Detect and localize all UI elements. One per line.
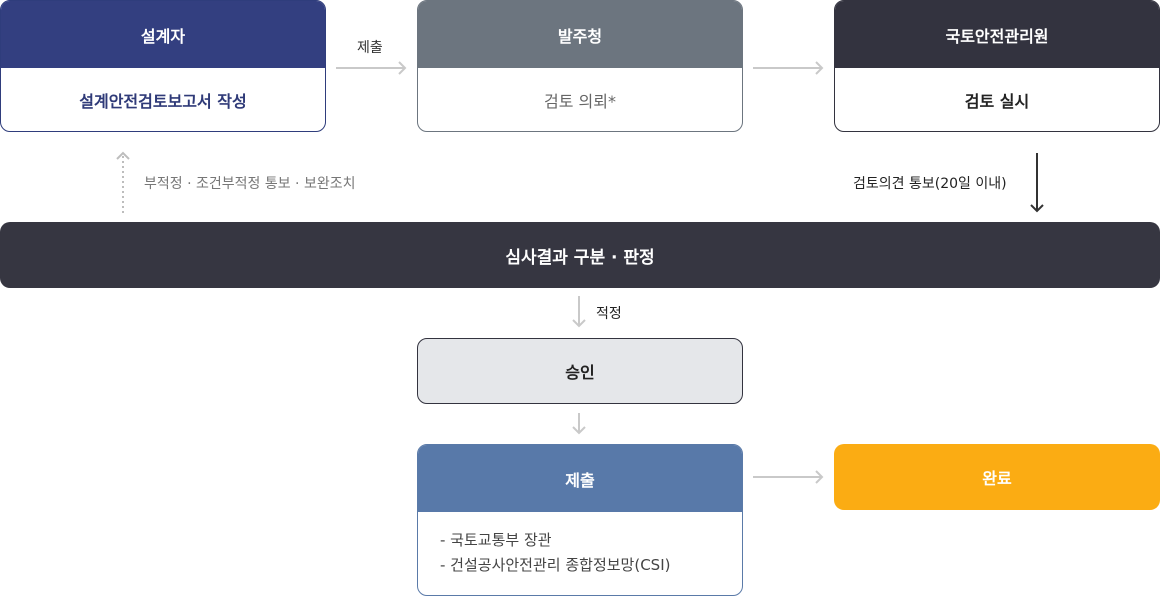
designer-box: 설계자 설계안전검토보고서 작성 xyxy=(0,0,326,132)
arrow-up-dotted-icon xyxy=(116,151,130,214)
approval-box: 승인 xyxy=(417,338,743,404)
complete-box: 완료 xyxy=(834,444,1160,510)
arrow-right-icon xyxy=(753,470,824,484)
kalis-title: 국토안전관리원 xyxy=(835,1,1159,68)
submit-content: - 국토교통부 장관 - 건설공사안전관리 종합정보망(CSI) xyxy=(418,512,742,595)
kalis-box: 국토안전관리원 검토 실시 xyxy=(834,0,1160,132)
client-content: 검토 의뢰* xyxy=(544,91,616,111)
proper-arrow-label: 적정 xyxy=(596,306,622,322)
client-box: 발주청 검토 의뢰* xyxy=(417,0,743,132)
opinion-arrow-label: 검토의견 통보(20일 이내) xyxy=(853,176,1007,192)
submit-recipient-list: - 국토교통부 장관 - 건설공사안전관리 종합정보망(CSI) xyxy=(440,528,742,578)
submit-box: 제출 - 국토교통부 장관 - 건설공사안전관리 종합정보망(CSI) xyxy=(417,444,743,596)
review-result-bar: 심사결과 구분 · 판정 xyxy=(0,222,1160,288)
kalis-content: 검토 실시 xyxy=(964,91,1030,111)
arrow-down-icon xyxy=(1030,153,1044,213)
notice-arrow-label: 부적정 · 조건부적정 통보 · 보완조치 xyxy=(144,176,356,192)
arrow-right-icon xyxy=(753,61,824,75)
arrow-down-icon xyxy=(572,413,586,435)
arrow-down-icon xyxy=(572,296,586,328)
client-title: 발주청 xyxy=(418,1,742,68)
designer-title: 설계자 xyxy=(1,1,325,68)
arrow-right-icon xyxy=(336,61,407,75)
submit-arrow-label: 제출 xyxy=(357,40,383,56)
designer-content: 설계안전검토보고서 작성 xyxy=(79,91,247,111)
list-item: - 건설공사안전관리 종합정보망(CSI) xyxy=(440,556,671,574)
submit-title: 제출 xyxy=(418,445,742,512)
list-item: - 국토교통부 장관 xyxy=(440,531,552,549)
